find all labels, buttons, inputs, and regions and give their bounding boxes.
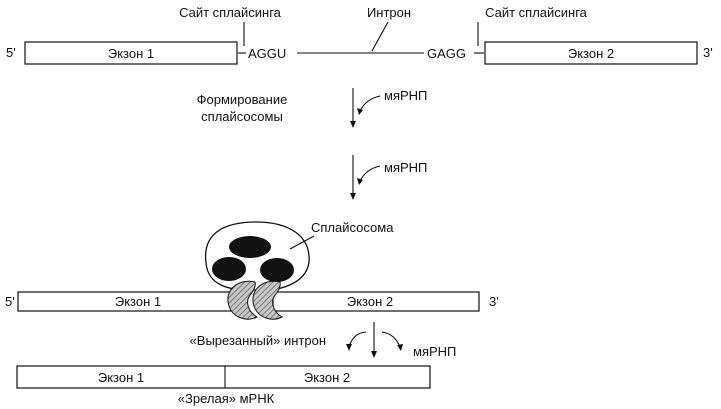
intron-label: Интрон [367,5,411,20]
mature-exon2-label: Экзон 2 [304,370,350,385]
excised-intron-arrowhead [346,344,352,351]
spliceosome-label: Сплайсосома [311,220,394,235]
spliceosome-exon2-label: Экзон 2 [347,294,393,309]
pre-mrna: 5' Экзон 1 AGGU GAGG Экзон 2 3' Сайт спл… [6,5,713,65]
step1-snrnp-arrow [359,95,381,112]
step2-snrnp-arrow [359,165,381,182]
splice-site-seq-right: GAGG [427,46,466,61]
splice-site-label-right: Сайт сплайсинга [485,5,588,20]
intron-pointer [371,21,389,52]
step2-snrnp-arrowhead [357,178,363,185]
pre-mrna-exon2-label: Экзон 2 [568,46,614,61]
step1-arrowhead [350,121,356,128]
products-snrnp-arrowhead [397,344,403,351]
step-assembly: мяРНП [350,155,427,200]
snrnp-particle-left [212,257,246,281]
formation-caption-line1: Формирование [197,92,288,107]
products-snrnp-label: мяРНП [413,344,456,359]
mature-exon1-label: Экзон 1 [98,370,144,385]
pre-mrna-exon1-label: Экзон 1 [108,46,154,61]
pre-mrna-exon2-box [484,41,698,65]
spliceosome-5prime-end: 5' [5,294,15,309]
pre-mrna-5prime-end: 5' [6,45,16,60]
spliceosome-pointer [289,235,315,250]
pre-mrna-exon1-box [24,41,238,65]
mature-mrna-box [16,365,431,389]
formation-caption-line2: сплайсосомы [201,109,283,124]
splice-site-seq-left: AGGU [248,46,286,61]
step-formation: мяРНП Формирование сплайсосомы [197,88,427,128]
pre-mrna-3prime-end: 3' [703,45,713,60]
spliceosome-complex: 5' Экзон 1 Экзон 2 3' Сплайсосома [5,220,499,320]
spliceosome-exon1-label: Экзон 1 [115,294,161,309]
snrnp-crescent-left [227,280,259,320]
snrnp-particle-right [260,258,294,282]
products-arrowhead [371,351,377,358]
mature-mrna-caption: «Зрелая» мРНК [178,391,275,406]
splicing-products: «Вырезанный» интрон мяРНП Экзон 1 Экзон … [16,322,456,406]
step1-snrnp-arrowhead [357,108,363,115]
step2-arrowhead [350,193,356,200]
snrnp-crescent-right [252,280,284,320]
splice-site-label-left: Сайт сплайсинга [179,5,282,20]
step2-snrnp-label: мяРНП [384,160,427,175]
snrnp-particle-top [229,236,271,258]
step1-snrnp-label: мяРНП [384,88,427,103]
products-snrnp-arrow [381,331,401,348]
spliceosome-3prime-end: 3' [489,294,499,309]
excised-intron-label: «Вырезанный» интрон [190,333,326,348]
